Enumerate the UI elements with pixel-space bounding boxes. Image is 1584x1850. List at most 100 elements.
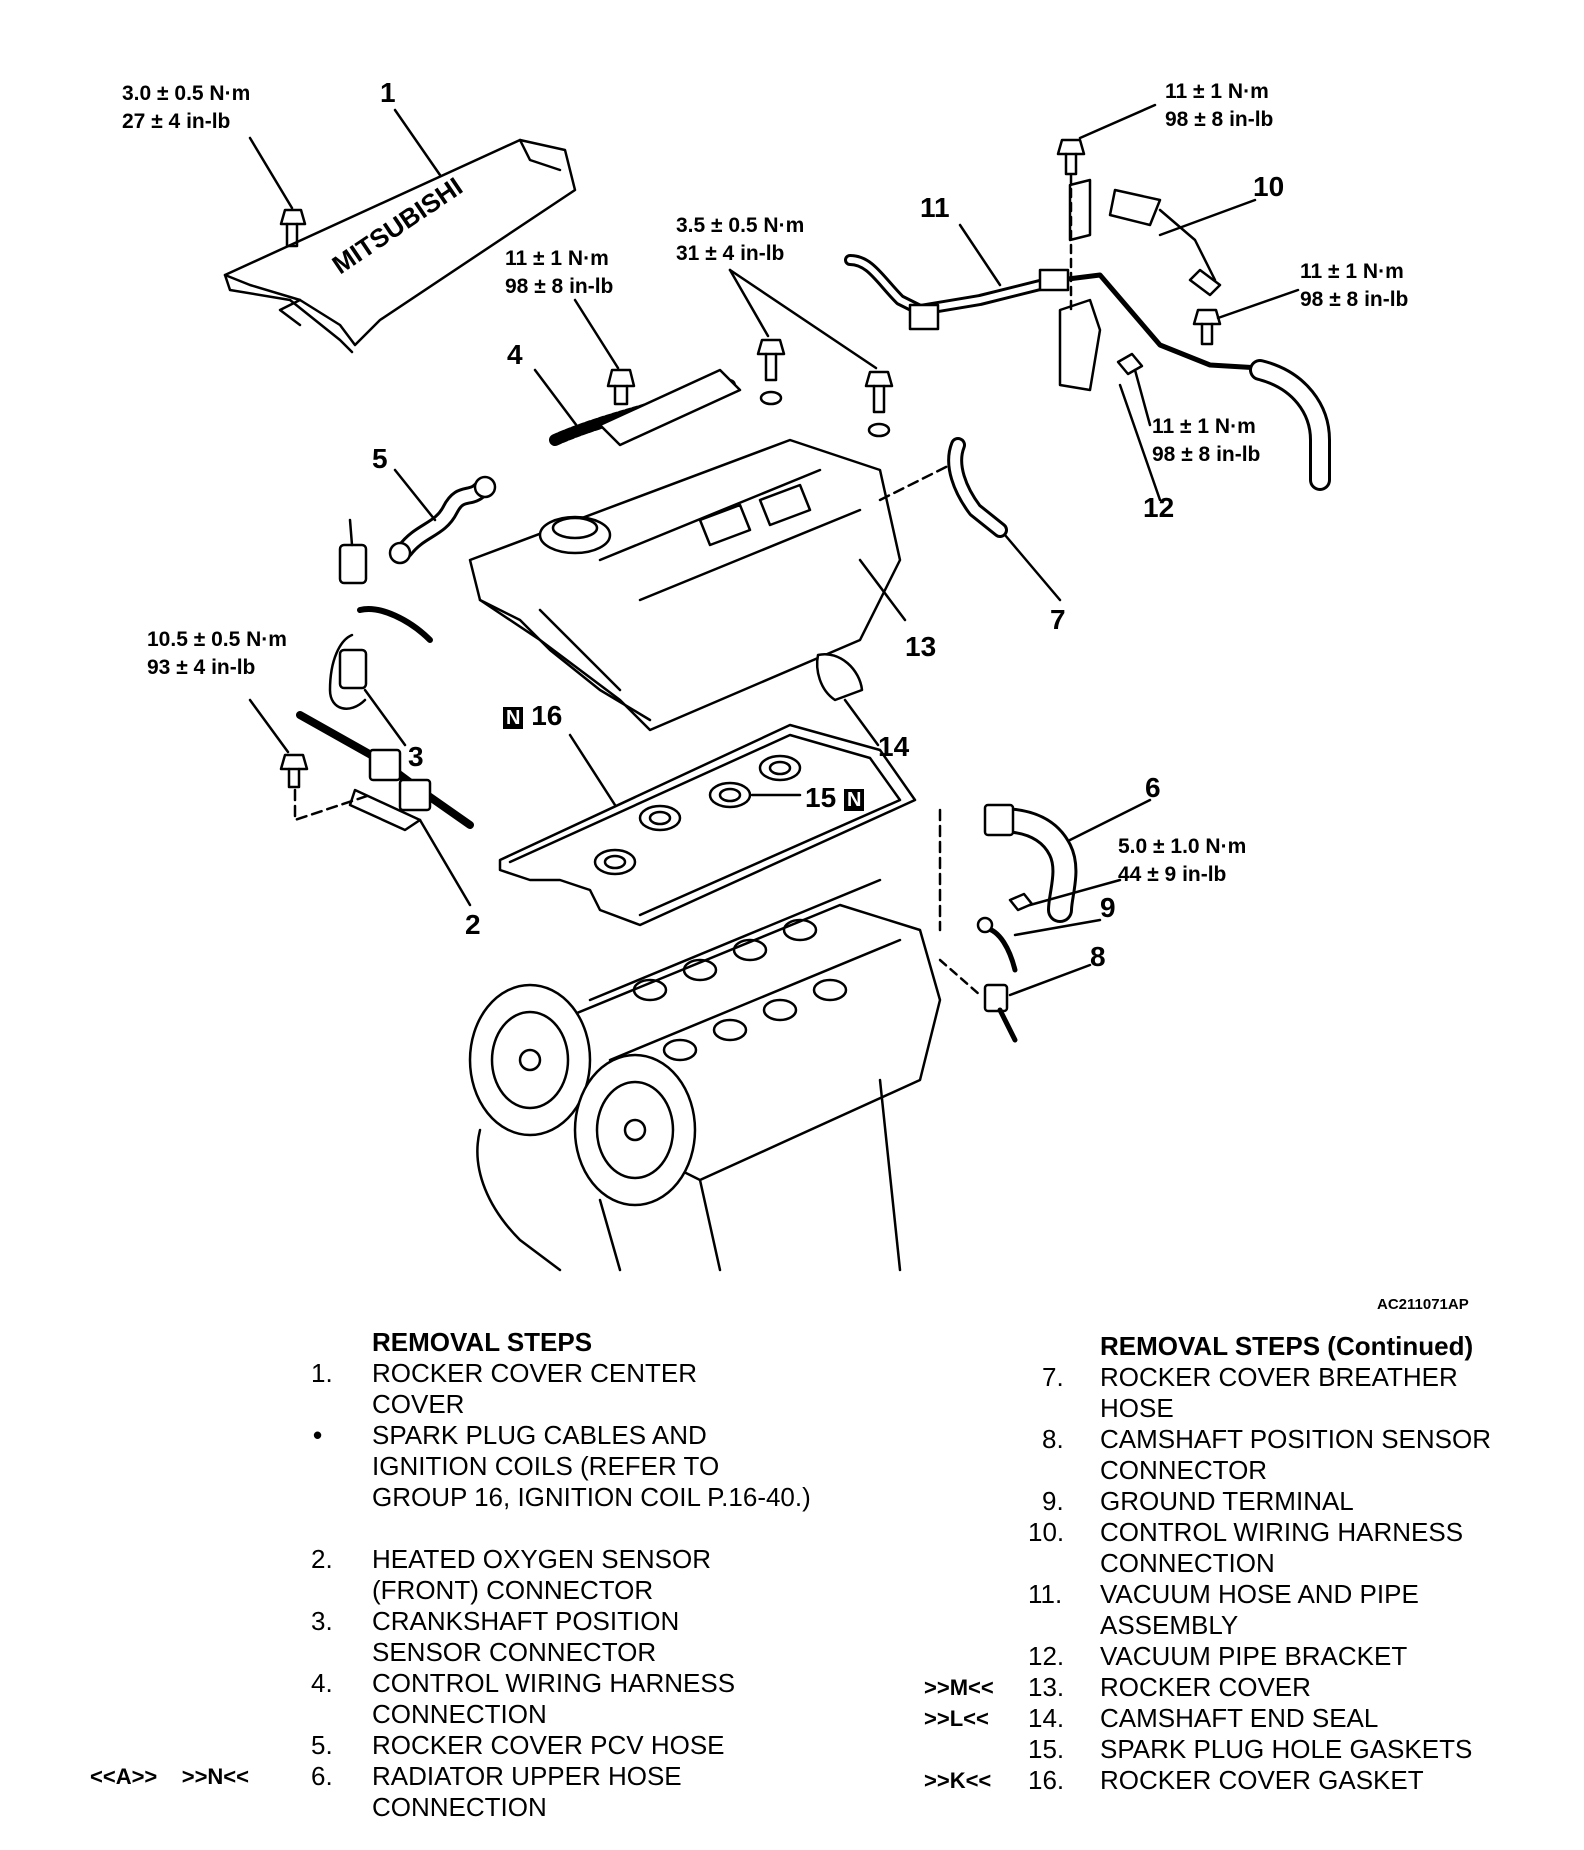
torque-inlb: 93 ± 4 in-lb [147, 656, 256, 679]
leader-t6 [1133, 368, 1152, 427]
step-text: GROUND TERMINAL [1100, 1486, 1354, 1516]
step-number: 12. [1028, 1641, 1065, 1671]
torque-inlb: 27 ± 4 in-lb [122, 110, 231, 133]
step-text: RADIATOR UPPER HOSE CONNECTION [372, 1761, 682, 1822]
dashed-line-7 [878, 463, 952, 502]
step-marks: <<A>> >>N<< [90, 1764, 250, 1789]
exploded-view-diagram: MITSUBISHI [223, 103, 1331, 1272]
step-number: 3. [311, 1606, 333, 1636]
step-text: SPARK PLUG CABLES AND IGNITION COILS (RE… [372, 1420, 811, 1512]
figure-id: AC211071AP [1377, 1296, 1469, 1313]
callout-14: 14 [878, 731, 910, 762]
leader-4 [533, 368, 582, 432]
step-number: 6. [311, 1761, 333, 1791]
new-part-marker: N [843, 788, 865, 811]
oxygen-sensor-connector [296, 711, 474, 832]
torque-inlb: 98 ± 8 in-lb [1300, 288, 1409, 311]
control-wiring-harness [549, 368, 742, 447]
dashed-line-t7 [293, 788, 372, 822]
torque-spec-6: 11 ± 1 N·m 98 ± 8 in-lb [1152, 413, 1260, 469]
leader-9 [1013, 918, 1102, 937]
step-number: 1. [311, 1358, 333, 1388]
torque-nm: 11 ± 1 N·m [1300, 260, 1404, 283]
bolt-t4 [1056, 138, 1086, 176]
leader-t3a [728, 268, 770, 338]
step-number: 15. [1028, 1734, 1065, 1764]
torque-nm: 11 ± 1 N·m [1152, 415, 1256, 438]
step-text: ROCKER COVER GASKET [1100, 1765, 1424, 1795]
engine-cylinder-head [468, 878, 942, 1272]
step-number: 5. [311, 1730, 333, 1760]
camshaft-sprocket-exhaust [573, 1053, 697, 1207]
callout-15: 15 N [805, 783, 865, 813]
leader-1 [393, 108, 442, 177]
breather-hose [947, 437, 1008, 538]
leader-2 [418, 818, 472, 907]
torque-spec-2: 11 ± 1 N·m 98 ± 8 in-lb [505, 245, 613, 301]
camshaft-lobes [632, 918, 848, 1062]
pcv-hose [388, 475, 497, 565]
removal-steps-right: REMOVAL STEPS (Continued) 7. ROCKER COVE… [800, 1331, 1584, 1831]
camshaft-sprocket-intake [468, 983, 592, 1137]
torque-inlb: 98 ± 8 in-lb [1152, 443, 1261, 466]
step-text: ROCKER COVER PCV HOSE [372, 1730, 725, 1760]
dashed-line-8 [938, 958, 982, 997]
step-number: 16. [1028, 1765, 1065, 1795]
leader-7 [1003, 533, 1062, 602]
rocker-cover [468, 438, 902, 732]
step-marks: >>K<< [924, 1768, 992, 1793]
torque-spec-3: 3.5 ± 0.5 N·m 31 ± 4 in-lb [676, 212, 804, 268]
step-text: CONTROL WIRING HARNESS CONNECTION [1100, 1517, 1464, 1578]
callout-3: 3 [408, 741, 424, 772]
callout-11: 11 [920, 192, 950, 223]
callout-6: 6 [1145, 772, 1161, 803]
leader-12 [1118, 383, 1162, 502]
torque-spec-7: 10.5 ± 0.5 N·m 93 ± 4 in-lb [147, 626, 287, 682]
bolt-t7 [279, 753, 309, 789]
torque-inlb: 31 ± 4 in-lb [676, 242, 785, 265]
step-text: CONTROL WIRING HARNESS CONNECTION [372, 1668, 736, 1729]
step-text: ROCKER COVER [1100, 1672, 1311, 1702]
torque-inlb: 98 ± 8 in-lb [505, 275, 614, 298]
ground-terminal [976, 892, 1034, 973]
leader-t3b [728, 268, 878, 370]
callout-4: 4 [507, 339, 523, 370]
leader-3 [363, 688, 407, 747]
callout-1: 1 [380, 77, 396, 108]
leader-t4 [1078, 103, 1157, 140]
step-text: CAMSHAFT END SEAL [1100, 1703, 1379, 1733]
camshaft-sensor-connector [983, 983, 1018, 1043]
step-bullet: • [313, 1420, 323, 1450]
torque-spec-8: 5.0 ± 1.0 N·m 44 ± 9 in-lb [1118, 833, 1246, 889]
step-number: 10. [1028, 1517, 1065, 1547]
step-text: ROCKER COVER BREATHER HOSE [1100, 1362, 1458, 1423]
step-text: CAMSHAFT POSITION SENSOR CONNECTOR [1100, 1424, 1492, 1485]
step-number: 7. [1042, 1362, 1064, 1392]
leader-8 [1008, 963, 1092, 997]
step-text: VACUUM PIPE BRACKET [1100, 1641, 1408, 1671]
leader-11 [958, 223, 1002, 287]
callout-9: 9 [1100, 892, 1116, 923]
step-number: 13. [1028, 1672, 1065, 1702]
torque-inlb: 98 ± 8 in-lb [1165, 108, 1274, 131]
step-text: CRANKSHAFT POSITION SENSOR CONNECTOR [372, 1606, 680, 1667]
step-text: ROCKER COVER CENTER COVER [372, 1358, 698, 1419]
rocker-cover-gasket [498, 723, 917, 927]
bolt-t5 [1192, 308, 1222, 346]
leader-10 [1158, 198, 1257, 237]
leader-14 [843, 698, 880, 747]
callout-10: 10 [1253, 171, 1285, 202]
bolt-1 [279, 208, 307, 248]
step-text: HEATED OXYGEN SENSOR (FRONT) CONNECTOR [372, 1544, 712, 1605]
step-number: 8. [1042, 1424, 1064, 1454]
bolt-t6 [1116, 352, 1144, 376]
callout-2: 2 [465, 909, 481, 940]
torque-nm: 11 ± 1 N·m [1165, 80, 1269, 103]
callout-16: N 16 [503, 701, 562, 731]
vacuum-hose-pipe-assembly [844, 254, 1331, 491]
leader-5 [393, 468, 437, 522]
radiator-upper-hose [983, 803, 1078, 923]
leader-6 [1068, 798, 1152, 842]
callout-12: 12 [1143, 492, 1175, 523]
step-number: 14. [1028, 1703, 1065, 1733]
